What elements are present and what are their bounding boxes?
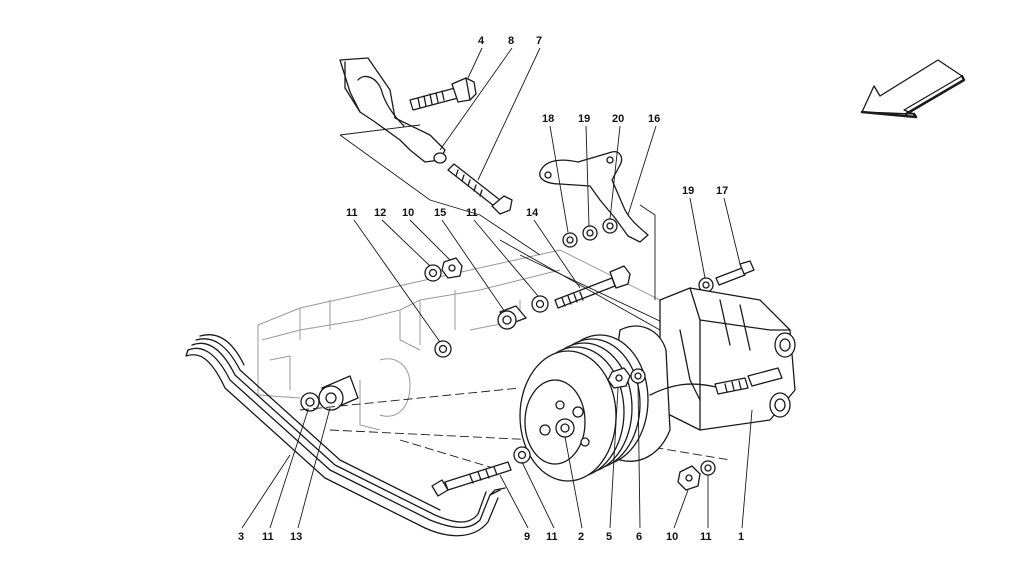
washer-11-left bbox=[434, 340, 452, 358]
callout-16: 16 bbox=[648, 113, 660, 125]
washer-19 bbox=[582, 225, 598, 241]
upper-bracket bbox=[339, 57, 446, 163]
callout-9: 9 bbox=[524, 531, 530, 543]
nut-10 bbox=[441, 257, 463, 279]
callout-7: 7 bbox=[536, 35, 542, 47]
drive-belt-3 bbox=[185, 334, 506, 537]
callout-5: 5 bbox=[606, 531, 612, 543]
callout-12: 12 bbox=[374, 207, 386, 219]
washer-11-bolt-9 bbox=[513, 446, 531, 464]
callout-11-low-c: 11 bbox=[700, 531, 712, 543]
callout-10-low: 10 bbox=[666, 531, 678, 543]
callout-8: 8 bbox=[508, 35, 514, 47]
callout-11-upper-a: 11 bbox=[346, 207, 358, 219]
long-bolt-7 bbox=[447, 163, 513, 215]
bushing-13 bbox=[318, 375, 359, 411]
callout-18: 18 bbox=[542, 113, 554, 125]
callout-10-upper: 10 bbox=[402, 207, 414, 219]
callout-3: 3 bbox=[238, 531, 244, 543]
nut-5 bbox=[607, 367, 631, 389]
bolt-17 bbox=[715, 260, 755, 286]
callout-11-low-a: 11 bbox=[262, 531, 274, 543]
callout-19-right: 19 bbox=[682, 185, 694, 197]
callout-17: 17 bbox=[716, 185, 728, 197]
bolt-4 bbox=[409, 77, 477, 111]
long-bolt-14 bbox=[554, 265, 631, 309]
washer-8 bbox=[433, 152, 447, 164]
washer-19-right bbox=[698, 277, 714, 293]
bushing-15 bbox=[497, 305, 527, 330]
callout-11-upper-b: 11 bbox=[466, 207, 478, 219]
leader-lines bbox=[241, 47, 753, 529]
electrical-connector bbox=[649, 367, 783, 396]
callout-1: 1 bbox=[738, 531, 744, 543]
callout-13: 13 bbox=[290, 531, 302, 543]
nut-18 bbox=[562, 232, 578, 248]
nut-10-lower bbox=[677, 465, 701, 491]
callout-20: 20 bbox=[612, 113, 624, 125]
direction-arrow-icon bbox=[860, 59, 966, 119]
washer-11-lower-right bbox=[700, 460, 716, 476]
callout-2: 2 bbox=[578, 531, 584, 543]
callout-19: 19 bbox=[578, 113, 590, 125]
callout-15: 15 bbox=[434, 207, 446, 219]
washer-12 bbox=[424, 264, 442, 282]
callout-6: 6 bbox=[636, 531, 642, 543]
washer-11-mid bbox=[531, 295, 549, 313]
mounting-bracket-16 bbox=[539, 151, 649, 243]
washer-20 bbox=[602, 218, 618, 234]
callout-4: 4 bbox=[478, 35, 485, 47]
washer-11-low-left bbox=[300, 392, 320, 412]
clutch-pulley-2 bbox=[519, 334, 649, 482]
washer-6 bbox=[630, 368, 646, 384]
callout-11-low-b: 11 bbox=[546, 531, 558, 543]
long-bolt-9 bbox=[431, 461, 512, 497]
callout-labels: 4 8 7 18 19 20 16 19 17 11 12 10 15 11 1… bbox=[238, 35, 744, 543]
callout-14: 14 bbox=[526, 207, 539, 219]
